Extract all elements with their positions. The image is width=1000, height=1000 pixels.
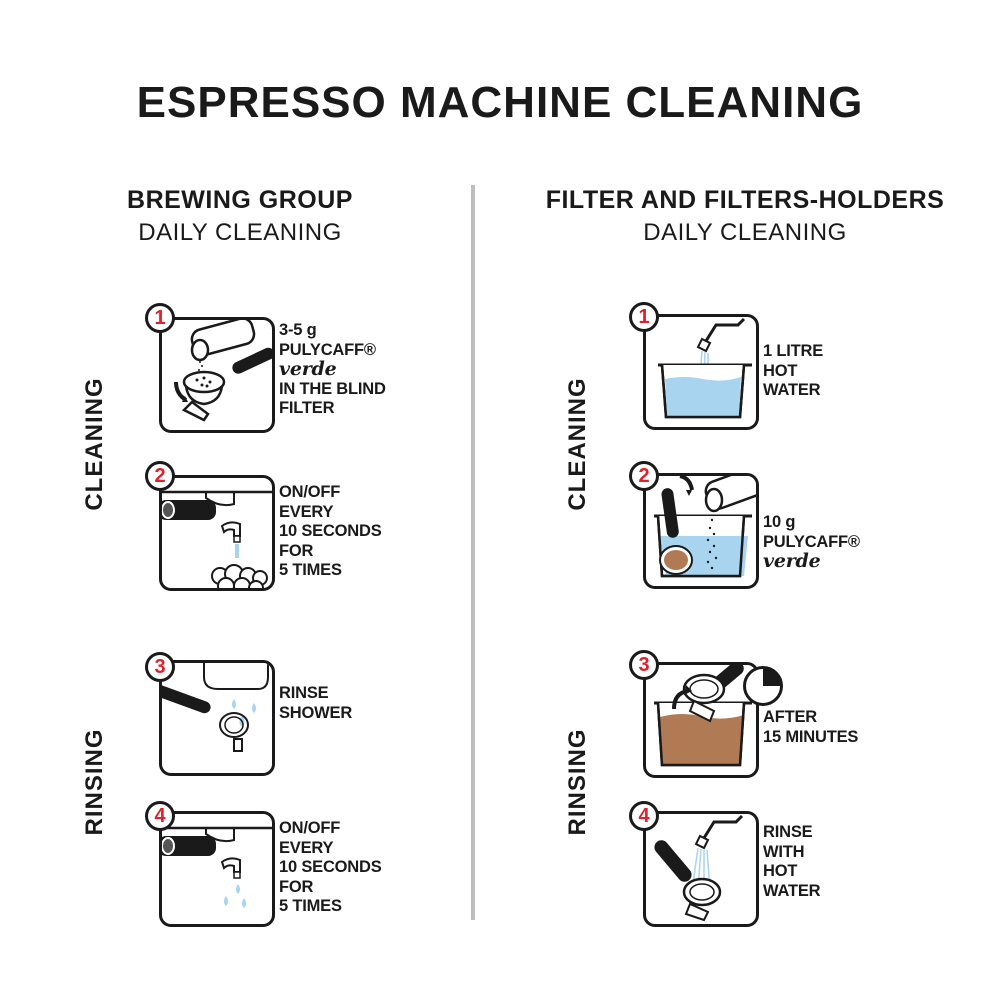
step-illustration [643, 314, 759, 430]
step-number-badge: 1 [629, 302, 659, 332]
left-subheading: DAILY CLEANING [138, 219, 342, 246]
right-column-heading: FILTER AND FILTERS-HOLDERS DAILY CLEANIN… [505, 186, 985, 247]
step-illustration [159, 317, 275, 433]
step-illustration [643, 473, 759, 589]
step-number-badge: 3 [629, 650, 659, 680]
step-number-badge: 3 [145, 652, 175, 682]
step-description: ON/OFF EVERY 10 SECONDS FOR 5 TIMES [279, 819, 382, 915]
group-head-flush-icon [162, 826, 272, 908]
group-head-flush-icon [162, 490, 272, 588]
step-number-badge: 4 [145, 801, 175, 831]
column-divider [471, 185, 475, 920]
left-column-heading: BREWING GROUP DAILY CLEANING [60, 186, 420, 247]
left-heading: BREWING GROUP [127, 186, 353, 214]
step-illustration [643, 811, 759, 927]
right-cleaning-label: CLEANING [564, 377, 591, 511]
step-illustration [159, 475, 275, 591]
step-illustration [159, 811, 275, 927]
step-description: RINSE SHOWER [279, 684, 353, 722]
step-number-badge: 4 [629, 801, 659, 831]
step-description: RINSE WITH HOT WATER [763, 823, 821, 900]
page-title: ESPRESSO MACHINE CLEANING [136, 78, 864, 127]
remove-filter-icon [654, 665, 752, 767]
step-number-badge: 2 [145, 461, 175, 491]
right-subheading: DAILY CLEANING [643, 219, 847, 246]
step-number-badge: 1 [145, 303, 175, 333]
step-number-badge: 2 [629, 461, 659, 491]
right-rinsing-label: RINSING [564, 728, 591, 836]
left-cleaning-label: CLEANING [81, 377, 108, 511]
detergent-soak-icon [654, 476, 756, 578]
left-rinsing-label: RINSING [81, 728, 108, 836]
step-description: 1 LITRE HOT WATER [763, 342, 824, 399]
step-description: 10 g PULYCAFF® verde [763, 513, 860, 572]
right-heading: FILTER AND FILTERS-HOLDERS [545, 186, 945, 214]
step-illustration [643, 662, 759, 778]
step-description: 3-5 g PULYCAFF® verde IN THE BLIND FILTE… [279, 321, 386, 417]
timer-icon [743, 666, 783, 706]
rinse-shower-icon [162, 663, 269, 752]
step-description: ON/OFF EVERY 10 SECONDS FOR 5 TIMES [279, 483, 382, 579]
rinse-filter-holder-icon [654, 814, 744, 922]
hot-water-jug-icon [658, 317, 752, 419]
step-description: AFTER 15 MINUTES [763, 708, 859, 746]
step-illustration [159, 660, 275, 776]
detergent-pour-icon [174, 320, 272, 422]
